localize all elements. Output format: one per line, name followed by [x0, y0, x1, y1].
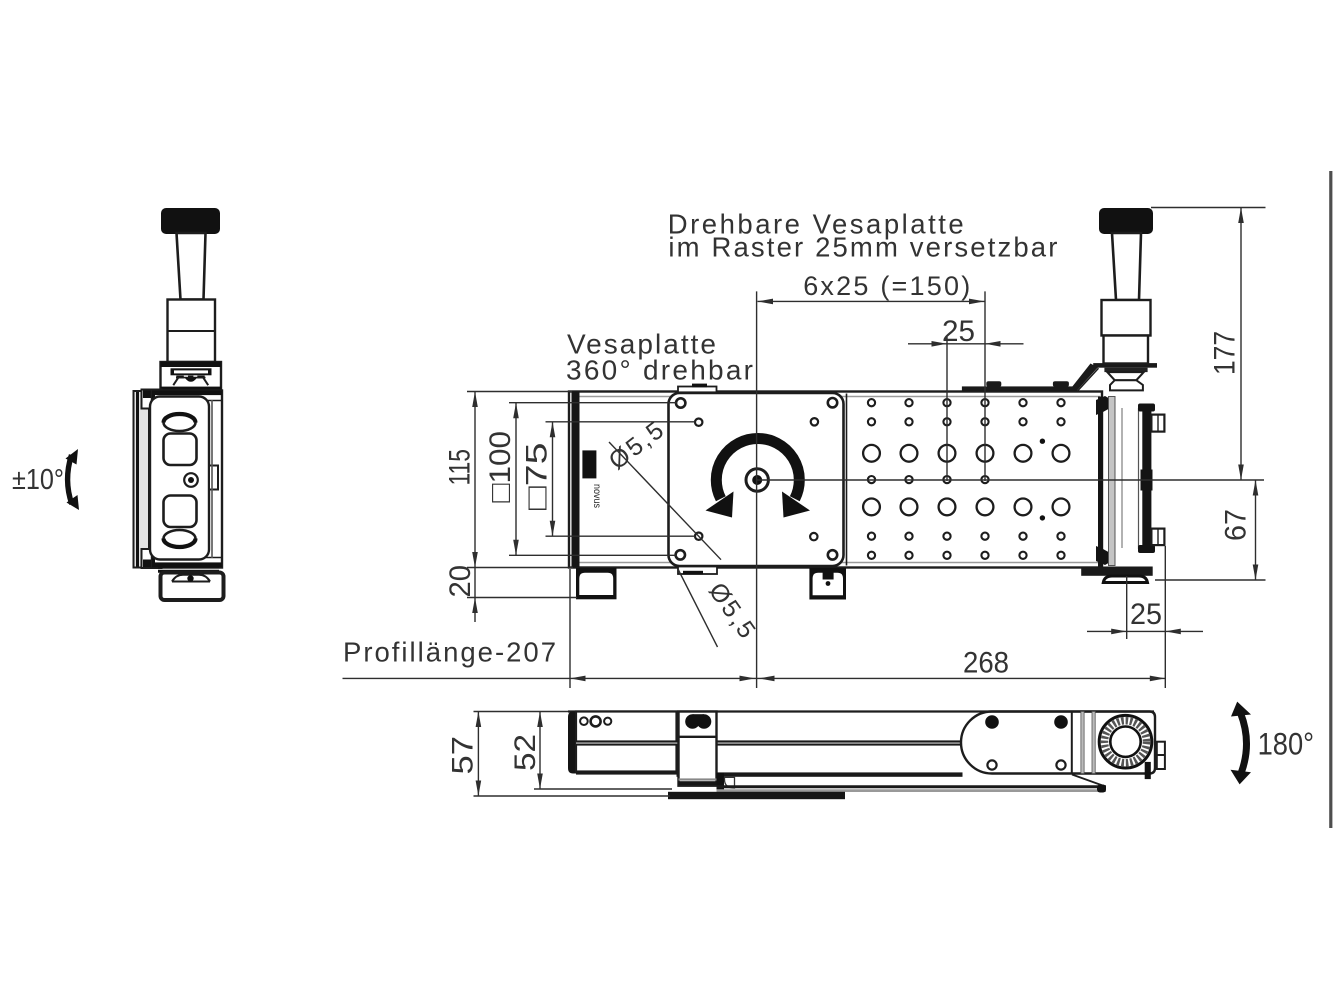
- svg-text:Drehbare Vesaplatte: Drehbare Vesaplatte: [668, 209, 964, 240]
- svg-text:268: 268: [963, 647, 1009, 680]
- svg-text:57: 57: [447, 736, 480, 775]
- svg-text:□75: □75: [521, 443, 554, 511]
- svg-text:±10°: ±10°: [12, 464, 64, 496]
- svg-text:Vesaplatte: Vesaplatte: [567, 329, 716, 360]
- svg-text:115: 115: [444, 449, 477, 486]
- svg-text:180°: 180°: [1258, 726, 1315, 762]
- svg-text:novus: novus: [591, 484, 602, 508]
- svg-text:177: 177: [1209, 331, 1242, 375]
- svg-text:67: 67: [1220, 509, 1253, 541]
- svg-text:Profillänge-207: Profillänge-207: [343, 637, 556, 668]
- svg-text:□100: □100: [484, 431, 517, 503]
- svg-text:20: 20: [444, 565, 477, 598]
- svg-text:25: 25: [1130, 598, 1162, 631]
- svg-text:im Raster 25mm versetzbar: im Raster 25mm versetzbar: [668, 231, 1057, 262]
- svg-text:25: 25: [942, 315, 975, 348]
- svg-text:52: 52: [509, 734, 542, 771]
- svg-text:6x25 (=150): 6x25 (=150): [803, 271, 970, 301]
